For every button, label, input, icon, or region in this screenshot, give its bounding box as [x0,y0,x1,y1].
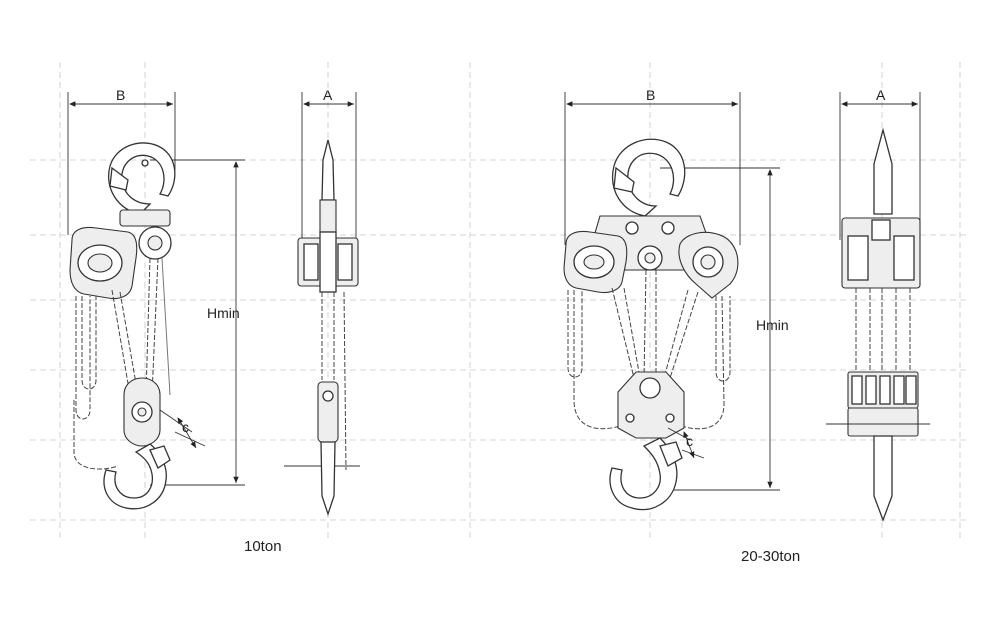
caption-20-30ton: 20-30ton [741,548,801,565]
dimension-hmin-label: Hmin [207,305,240,321]
dimension-c-label-large: c [686,433,693,449]
hoist-20-30ton-front-view: B Hmin [563,87,789,511]
dimension-a-label-large: A [876,87,886,103]
dimension-b-label-large: B [646,87,655,103]
hoist-10ton-side-view: A [284,87,360,517]
dimension-hmin-label-large: Hmin [756,317,789,333]
construction-lines [30,62,970,540]
dimension-c-label: c [182,419,189,435]
hoist-20-30ton-side-view: A [826,87,930,522]
caption-10ton: 10ton [244,538,282,555]
hoist-10ton-front-view: B Hmin [67,87,245,510]
dimension-b-label: B [116,87,125,103]
dimension-a-label: A [323,87,333,103]
